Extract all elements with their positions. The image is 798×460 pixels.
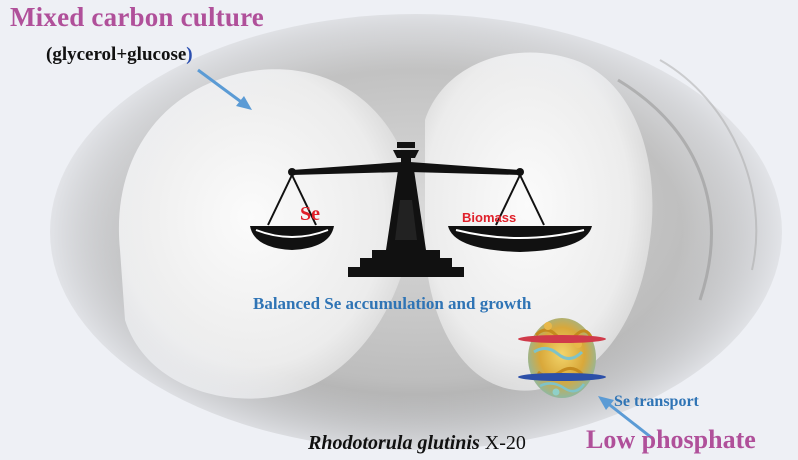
right-pan-label-biomass: Biomass <box>462 210 517 225</box>
species-name: Rhodotorula glutinis <box>308 432 480 454</box>
carbon-sources-close-paren: ) <box>186 44 193 65</box>
transporter-protein-icon <box>518 318 606 398</box>
carbon-arrow <box>197 68 252 110</box>
carbon-sources-label: (glycerol+glucose) <box>46 44 193 66</box>
heading-mixed-carbon-culture: Mixed carbon culture <box>10 2 264 32</box>
species-caption: Rhodotorula glutinis X-20 <box>308 432 526 455</box>
se-transport-label: Se transport <box>614 393 699 410</box>
low-phosphate-label: Low phosphate <box>586 425 756 454</box>
phosphate-arrow <box>598 396 653 440</box>
balance-caption: Balanced Se accumulation and growth <box>253 294 532 313</box>
strain-name: X-20 <box>484 432 526 454</box>
balance-scale-icon <box>250 142 592 277</box>
carbon-sources-text: (glycerol+glucose <box>46 44 187 65</box>
left-pan-label-se: Se <box>300 203 320 225</box>
